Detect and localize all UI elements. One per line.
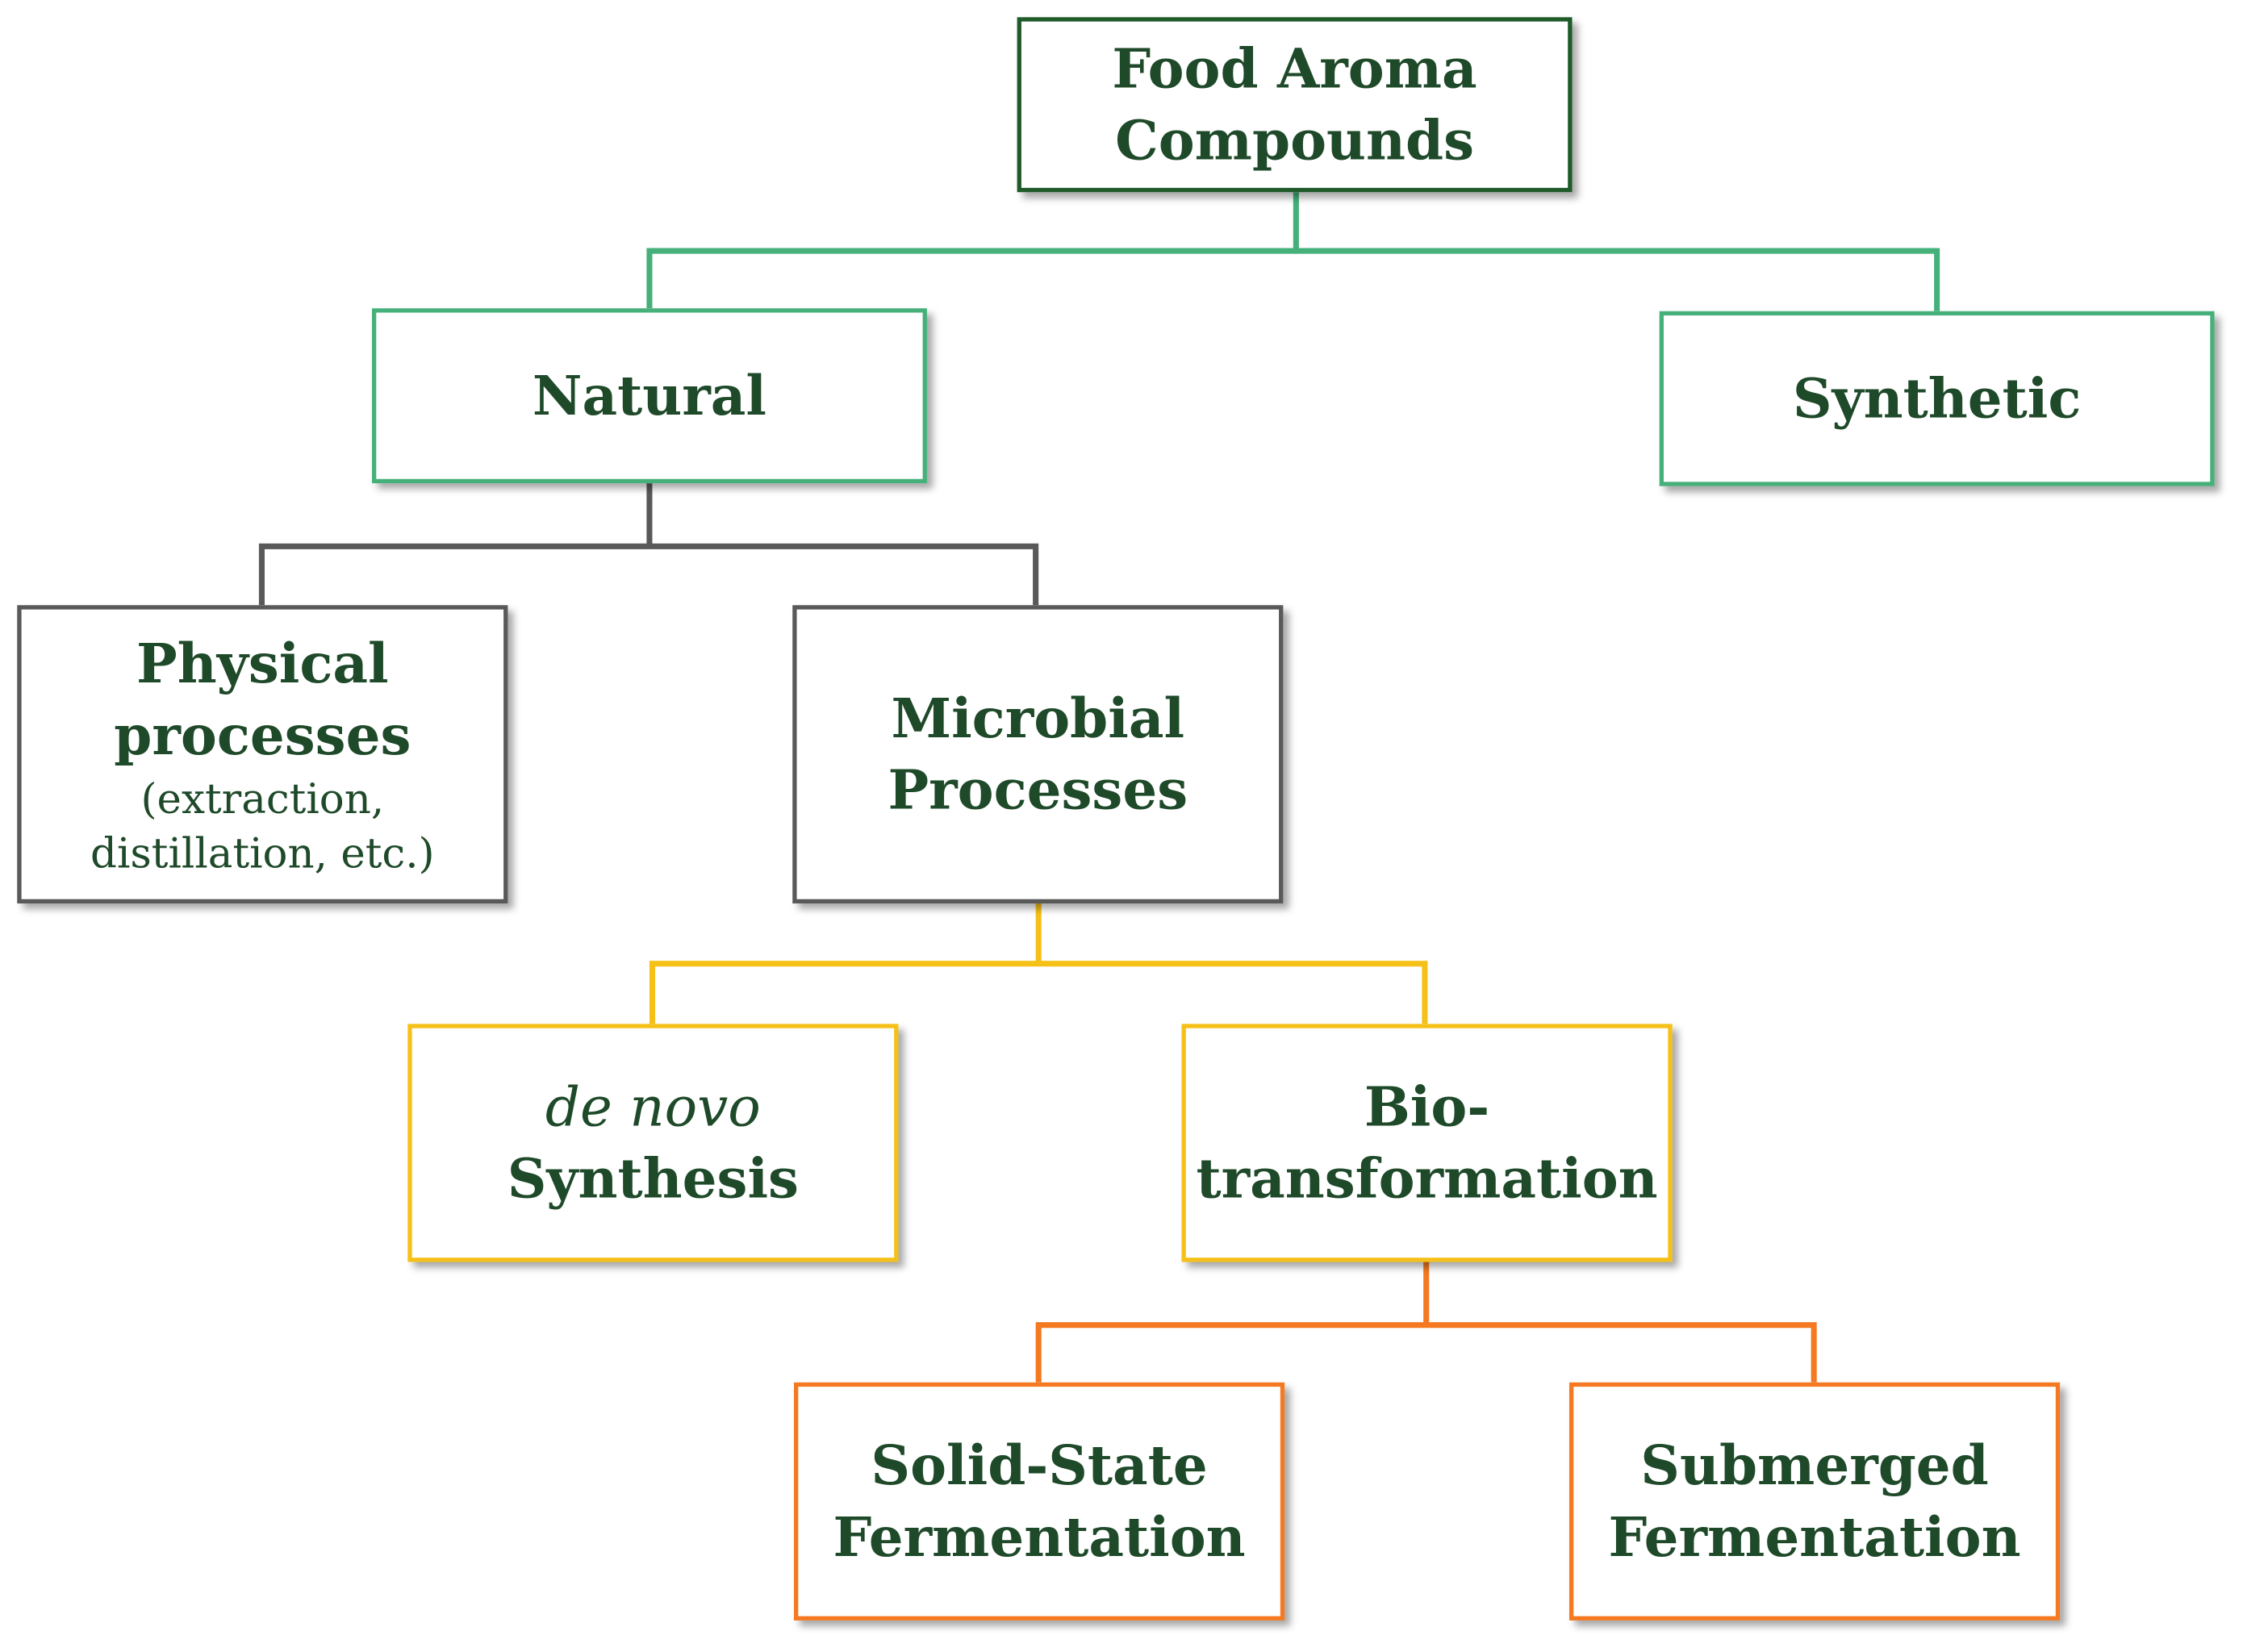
node-label: Natural bbox=[532, 362, 766, 428]
node-de-novo-synthesis: de novo Synthesis bbox=[407, 1024, 899, 1262]
node-submerged-fermentation: Submerged Fermentation bbox=[1568, 1382, 2061, 1621]
connector-microbial-children bbox=[649, 961, 1428, 1024]
node-label-line-1: Physical bbox=[136, 631, 389, 696]
node-label-line-1: Food Aroma bbox=[1112, 35, 1477, 101]
node-label-line-2: Fermentation bbox=[833, 1504, 1246, 1569]
node-natural: Natural bbox=[371, 308, 927, 484]
node-label-line-2: Compounds bbox=[1115, 107, 1475, 173]
node-note-line-1: (extraction, bbox=[140, 774, 385, 824]
node-label-line-1: Submerged bbox=[1640, 1433, 1989, 1498]
node-label-line-1: de novo bbox=[545, 1075, 761, 1139]
node-solid-state-fermentation: Solid-State Fermentation bbox=[794, 1382, 1285, 1621]
connector-natural-children bbox=[258, 543, 1039, 606]
node-label-line-1: Solid-State bbox=[871, 1433, 1208, 1498]
node-synthetic: Synthetic bbox=[1659, 311, 2215, 486]
node-label-line-2: Synthesis bbox=[507, 1145, 799, 1211]
node-label: Synthetic bbox=[1792, 365, 2082, 431]
node-label-line-1: Bio- bbox=[1364, 1074, 1490, 1139]
node-label-line-1: Microbial bbox=[891, 685, 1185, 750]
node-food-aroma-compounds: Food Aroma Compounds bbox=[1017, 17, 1573, 193]
node-label-line-2: transformation bbox=[1196, 1145, 1658, 1211]
connector-biotransformation-children bbox=[1035, 1322, 1817, 1383]
node-label-line-2: processes bbox=[114, 703, 411, 768]
node-microbial-processes: Microbial Processes bbox=[792, 605, 1284, 904]
node-label-line-2: Processes bbox=[888, 757, 1188, 822]
node-physical-processes: Physical processes (extraction, distilla… bbox=[17, 605, 508, 904]
connector-root-children bbox=[646, 248, 1940, 311]
node-biotransformation: Bio- transformation bbox=[1181, 1024, 1673, 1262]
node-note-line-2: distillation, etc.) bbox=[90, 828, 435, 878]
node-label-line-2: Fermentation bbox=[1608, 1504, 2021, 1569]
